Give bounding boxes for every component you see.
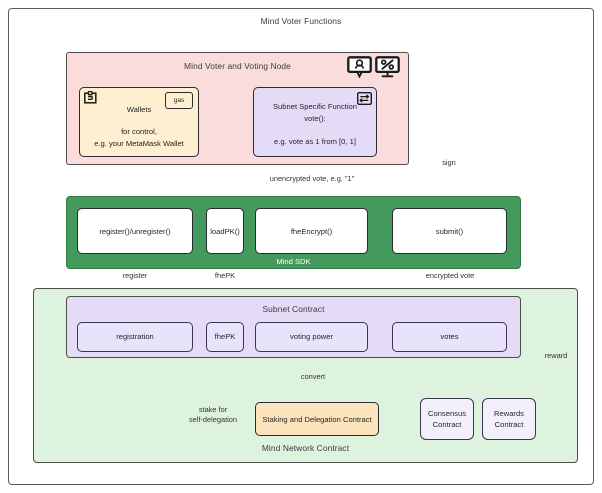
rewards-line1: Rewards — [494, 409, 524, 418]
consensus-contract-node[interactable]: Consensus Contract — [420, 398, 474, 440]
edge-label-sign: sign — [442, 158, 456, 167]
fhepk-node[interactable]: fhePK — [206, 322, 244, 352]
wallets-body-line2: e.g. your MetaMask Wallet — [94, 138, 184, 148]
stake-line2: self-delegation — [188, 414, 238, 424]
edge-label-convert: convert — [300, 372, 326, 381]
edge-label-unencrypted-vote: unencrypted vote, e.g. "1" — [269, 174, 355, 183]
registration-node[interactable]: registration — [77, 322, 193, 352]
staking-delegation-contract-node[interactable]: Staking and Delegation Contract — [255, 402, 379, 436]
subnet-specific-function-node[interactable]: Subnet Specific Function vote(): e.g. vo… — [253, 87, 377, 157]
mind-sdk-label: Mind SDK — [276, 257, 311, 266]
voter-person-icon — [347, 56, 372, 78]
loadpk-node[interactable]: loadPK() — [206, 208, 244, 254]
rewards-line2: Contract — [494, 420, 524, 429]
submit-node[interactable]: submit() — [392, 208, 507, 254]
voter-node-title: Mind Voter and Voting Node — [184, 61, 291, 71]
consensus-line1: Consensus — [428, 409, 466, 418]
register-unregister-node[interactable]: register()/unregister() — [77, 208, 193, 254]
voter-node-icons — [347, 56, 400, 78]
subnet-contract-label: Subnet Contract — [262, 304, 325, 314]
monitor-percent-icon — [375, 56, 400, 78]
edge-label-reward: reward — [544, 351, 568, 360]
swap-arrows-icon — [357, 92, 372, 105]
edge-label-register: register — [122, 271, 148, 280]
wallets-body-line1: for control, — [121, 127, 157, 137]
ssf-line3: e.g. vote as 1 from [0, 1] — [274, 136, 356, 146]
stake-line1: stake for — [198, 405, 228, 414]
wallets-title: Wallets — [126, 105, 152, 114]
edge-label-encrypted-vote: encrypted vote — [425, 271, 475, 280]
consensus-line2: Contract — [432, 420, 462, 429]
edge-label-stake-for-self-delegation: stake for self-delegation — [177, 405, 249, 425]
rewards-contract-node[interactable]: Rewards Contract — [482, 398, 536, 440]
edge-label-fhepk: fhePK — [214, 271, 236, 280]
fhe-encrypt-node[interactable]: fheEncrypt() — [255, 208, 368, 254]
votes-node[interactable]: votes — [392, 322, 507, 352]
page-title: Mind Voter Functions — [260, 16, 342, 26]
wallets-node[interactable]: gas Wallets for control, e.g. your MetaM… — [79, 87, 199, 157]
voting-power-node[interactable]: voting power — [255, 322, 368, 352]
document-badge-icon — [84, 91, 97, 104]
ssf-line1: Subnet Specific Function — [272, 102, 357, 111]
gas-tag: gas — [165, 92, 193, 109]
mind-network-contract-label: Mind Network Contract — [261, 443, 350, 453]
ssf-line2: vote(): — [304, 113, 326, 123]
